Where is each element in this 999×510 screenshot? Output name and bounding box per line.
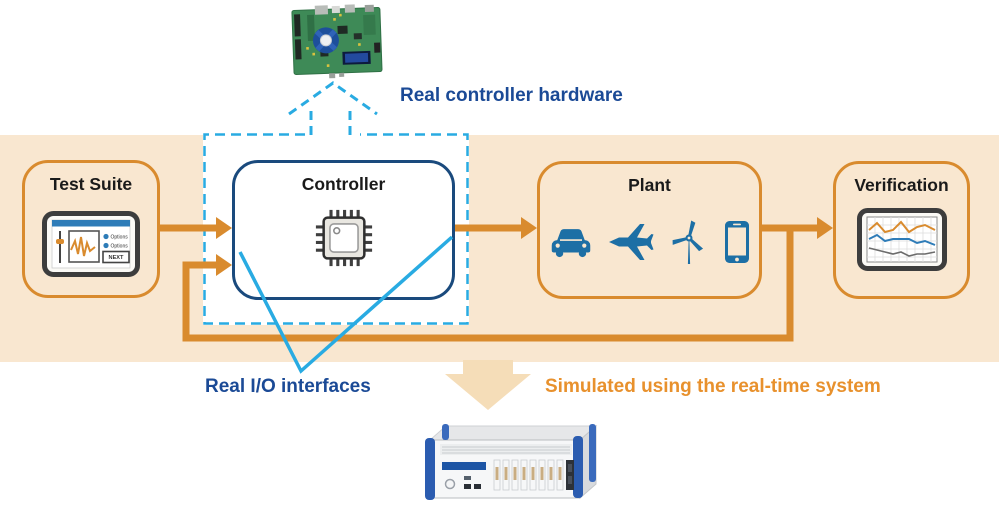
test-app-tablet-icon: Options Options NEXT (42, 211, 140, 277)
verification-block: Verification (833, 161, 970, 299)
radio-icon (103, 242, 109, 249)
plant-block: Plant (537, 161, 762, 299)
rack-handle (573, 436, 583, 498)
orange-series-line (867, 220, 935, 234)
rack-handle (442, 424, 449, 440)
option-1-label: Options (111, 235, 129, 241)
blue-series-line (868, 233, 935, 246)
option-2-label: Options (111, 244, 129, 250)
simulated-down-arrow (445, 360, 531, 410)
io-slot-cards (493, 459, 574, 491)
tablet-titlebar (52, 220, 130, 227)
rack-handle (425, 438, 435, 500)
next-button-label: NEXT (109, 255, 125, 261)
test-suite-block: Test Suite Options Options NEXT (22, 160, 160, 298)
next-button (102, 250, 130, 264)
wind-turbine-icon (672, 220, 704, 264)
dashed-arrow-to-hardware (288, 81, 378, 135)
real-time-target-machine-image (425, 424, 598, 500)
simulated-using-rts-label: Simulated using the real-time system (545, 376, 881, 397)
gray-series-line (868, 247, 935, 257)
plant-label: Plant (628, 175, 671, 195)
real-controller-hardware-label: Real controller hardware (400, 85, 623, 106)
smartphone-icon (725, 221, 749, 263)
test-suite-label: Test Suite (49, 174, 133, 194)
controller-label: Controller (301, 174, 386, 194)
plant-icons (549, 218, 750, 266)
brand-strip (442, 462, 486, 470)
real-io-interfaces-label: Real I/O interfaces (205, 376, 371, 397)
power-button (444, 478, 456, 490)
airplane-icon (609, 224, 654, 260)
rack-handle (589, 424, 596, 482)
signal-waveform (70, 236, 96, 257)
controller-block: Controller (232, 160, 455, 300)
slider-knob (56, 239, 64, 244)
car-icon (551, 229, 591, 258)
signal-plot-frame (68, 230, 100, 263)
chart-monitor-icon (856, 208, 947, 271)
radio-icon (103, 233, 109, 240)
verification-label: Verification (854, 175, 949, 195)
chip-icon (315, 209, 372, 267)
controller-circuit-board-image (291, 4, 383, 79)
